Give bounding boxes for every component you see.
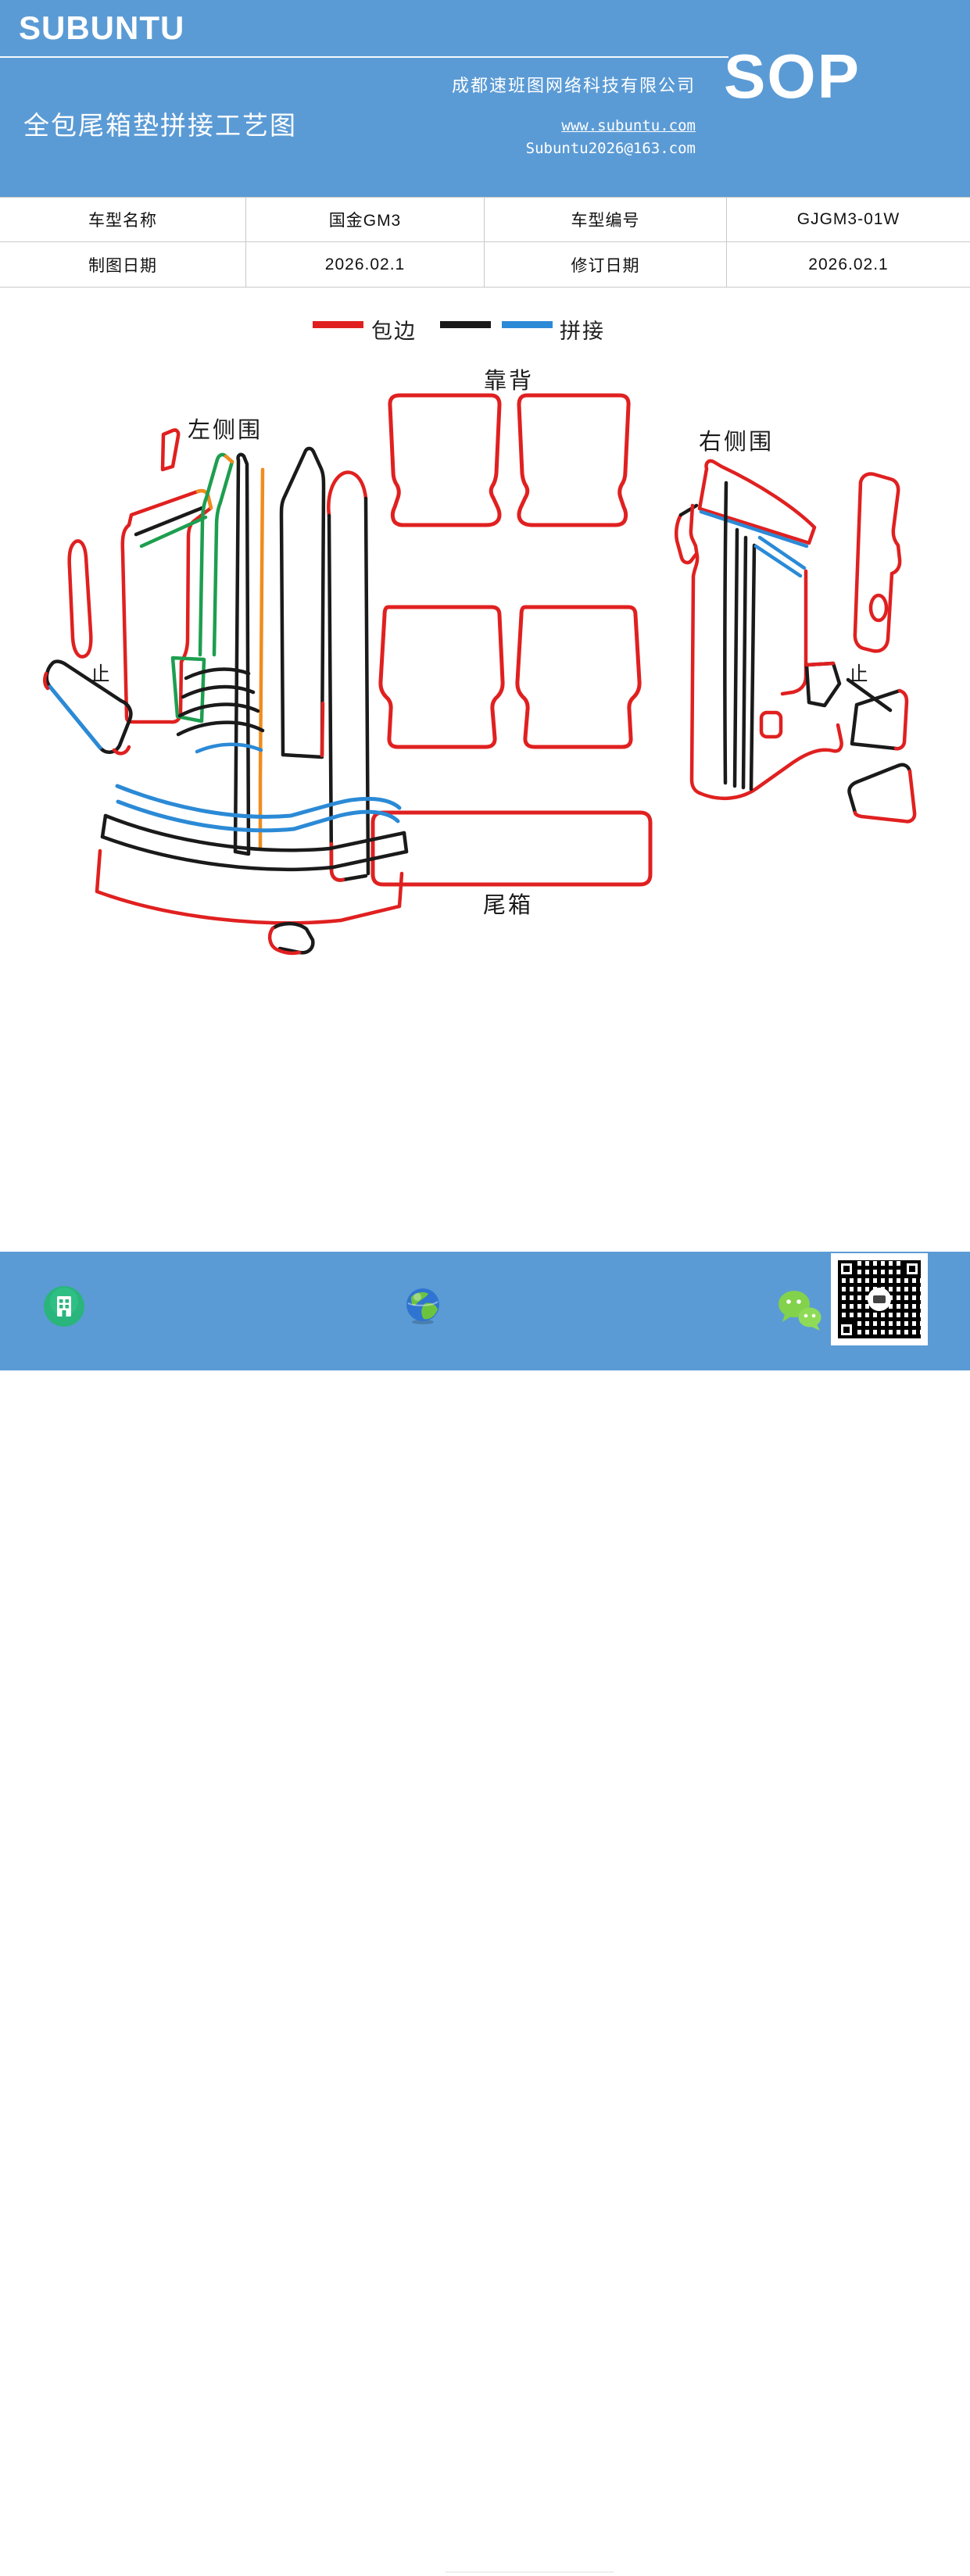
building-icon — [44, 1286, 84, 1327]
pattern-diagram: 靠背 左侧围 右侧围 尾箱 止 止 — [43, 368, 917, 956]
legend-swatch-splice-blue — [502, 321, 553, 328]
page-header: SUBUNTU 全包尾箱垫拼接工艺图 成都速班图网络科技有限公司 SOP www… — [0, 0, 970, 197]
table-cell-drawdate-value: 2026.02.1 — [246, 242, 485, 287]
label-trunk: 尾箱 — [483, 892, 533, 918]
header-website-link[interactable]: www.subuntu.com — [561, 117, 696, 134]
label-left-side: 左侧围 — [188, 417, 263, 443]
table-cell-drawdate-label: 制图日期 — [0, 242, 246, 287]
right-side-pieces — [674, 459, 917, 824]
header-company: 成都速班图网络科技有限公司 — [451, 76, 696, 95]
page-title: 全包尾箱垫拼接工艺图 — [23, 111, 297, 140]
backrest-mats — [378, 393, 642, 749]
footer-website-link[interactable]: www.subuntu.com — [447, 2549, 603, 2568]
legend-label-edge-binding: 包边 — [371, 320, 417, 343]
qr-center-logo — [868, 1288, 891, 1311]
table-cell-revdate-label: 修订日期 — [485, 242, 727, 287]
table-cell-model-label: 车型名称 — [0, 198, 246, 242]
left-side-pieces — [43, 428, 409, 956]
legend-swatch-stitch-black — [440, 321, 491, 328]
label-backrest: 靠背 — [484, 368, 534, 394]
qr-finder-topleft — [838, 1260, 855, 1277]
footer-company: 成都速班图网络科技有限公司 — [91, 2554, 355, 2575]
vehicle-info-table: 车型名称 国金GM3 车型编号 GJGM3-01W 制图日期 2026.02.1… — [0, 197, 970, 288]
legend-swatch-edge-binding — [313, 321, 363, 328]
wechat-icon — [779, 1291, 821, 1331]
globe-icon — [406, 1288, 439, 1324]
brand-logo: SUBUNTU — [19, 9, 185, 46]
page-footer: 成都速班图网络科技有限公司 www.subuntu.com — [0, 1252, 970, 2575]
qr-finder-topright — [904, 1260, 921, 1277]
label-right-side: 右侧围 — [699, 429, 774, 455]
table-cell-revdate-value: 2026.02.1 — [808, 255, 889, 273]
legend-label-splice: 拼接 — [560, 320, 605, 343]
table-cell-code-label: 车型编号 — [485, 198, 727, 242]
header-divider — [0, 56, 728, 58]
trunk-mat — [370, 810, 653, 887]
sop-badge: SOP — [724, 41, 861, 111]
qr-finder-bottomleft — [838, 1321, 855, 1338]
table-cell-code-value: GJGM3-01W — [727, 198, 970, 242]
header-email[interactable]: Subuntu2026@163.com — [525, 140, 696, 157]
table-cell-model-value: 国金GM3 — [246, 198, 485, 242]
qr-code — [831, 1253, 928, 1345]
